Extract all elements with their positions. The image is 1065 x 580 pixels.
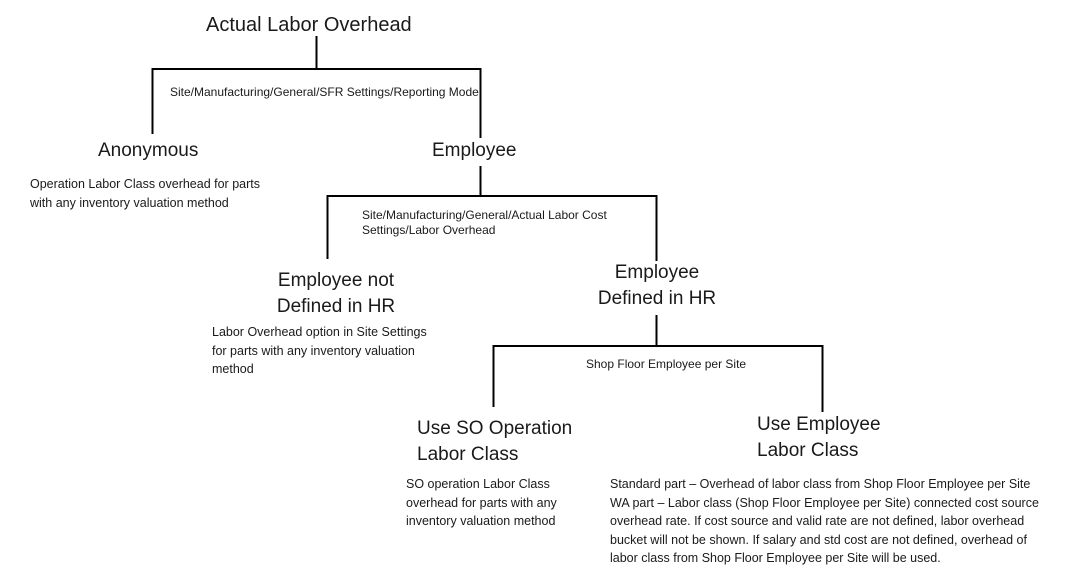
edge-label-line: Site/Manufacturing/General/Actual Labor …: [362, 208, 607, 222]
connector-shop-floor: [492, 315, 824, 412]
connector-labor-overhead: [326, 166, 658, 261]
description-line: SO operation Labor Class: [406, 477, 550, 491]
description-line: bucket will not be shown. If salary and …: [610, 532, 1027, 547]
description-line: Labor Overhead option in Site Settings: [212, 325, 427, 339]
node-employee-not-defined-description: Labor Overhead option in Site Settings f…: [212, 323, 427, 379]
heading-line: Use Employee: [757, 414, 881, 435]
node-anonymous-description: Operation Labor Class overhead for parts…: [30, 175, 260, 212]
heading-line: Employee: [614, 262, 700, 283]
node-anonymous-heading: Anonymous: [98, 140, 199, 161]
description-line: Operation Labor Class overhead for parts: [30, 177, 260, 191]
description-line: inventory valuation method: [406, 514, 556, 528]
node-actual-labor-overhead: Actual Labor Overhead: [206, 14, 412, 36]
description-line: labor class from Shop Floor Employee per…: [610, 551, 941, 565]
node-use-so-operation-heading: Use SO Operation Labor Class: [417, 416, 572, 468]
edge-label-shop-floor: Shop Floor Employee per Site: [586, 357, 747, 371]
node-employee-not-defined-heading: Employee not Defined in HR: [244, 268, 428, 320]
node-use-employee-heading: Use Employee Labor Class: [757, 412, 881, 464]
description-line: for parts with any inventory valuation: [212, 343, 415, 358]
heading-line: Defined in HR: [597, 288, 717, 309]
description-line: method: [212, 362, 254, 376]
heading-line: Use SO Operation: [417, 418, 573, 439]
heading-line: Labor Class: [757, 440, 859, 461]
description-line: overhead for parts with any: [406, 495, 557, 510]
heading-line: Employee not: [277, 270, 395, 291]
description-line: with any inventory valuation method: [30, 195, 229, 210]
heading-line: Defined in HR: [276, 296, 396, 317]
description-line: Standard part – Overhead of labor class …: [610, 477, 1031, 491]
description-line: overhead rate. If cost source and valid …: [610, 514, 1025, 528]
node-use-employee-description: Standard part – Overhead of labor class …: [610, 475, 1039, 568]
edge-label-line: Settings/Labor Overhead: [362, 223, 496, 237]
node-use-so-operation-description: SO operation Labor Class overhead for pa…: [406, 475, 557, 531]
node-employee-heading: Employee: [432, 140, 517, 161]
node-employee-defined-heading: Employee Defined in HR: [565, 260, 749, 312]
edge-label-labor-overhead: Site/Manufacturing/General/Actual Labor …: [362, 208, 607, 238]
heading-line: Labor Class: [417, 444, 519, 465]
connector-reporting-mode: [151, 36, 482, 138]
edge-label-reporting-mode: Site/Manufacturing/General/SFR Settings/…: [170, 85, 479, 99]
description-line: WA part – Labor class (Shop Floor Employ…: [610, 495, 1039, 510]
